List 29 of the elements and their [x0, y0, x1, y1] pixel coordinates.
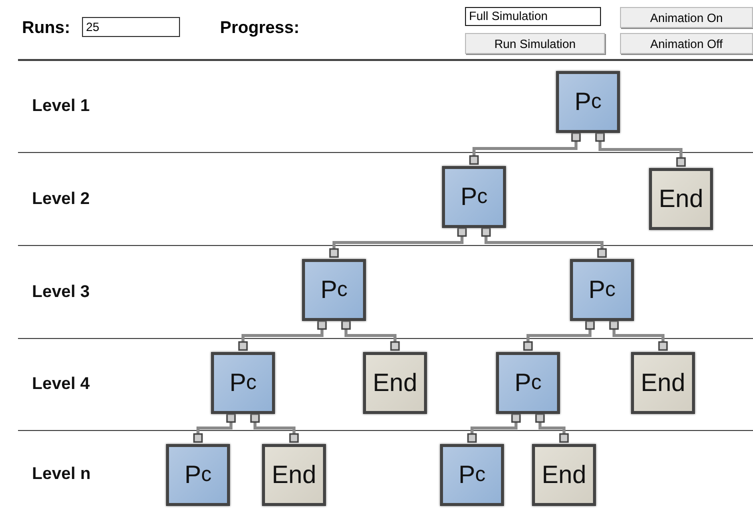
run-button: Run Simulation: [465, 33, 605, 54]
connector: [523, 320, 595, 351]
connector: [469, 132, 581, 165]
connector: [193, 413, 236, 443]
end-box: End: [631, 352, 695, 414]
input-field: 25: [82, 17, 180, 37]
field-label: Runs:: [22, 18, 70, 38]
connector: [595, 132, 686, 167]
level-label: Level n: [32, 464, 91, 484]
connector: [609, 320, 668, 351]
connector: [329, 227, 467, 258]
connector: [535, 413, 569, 443]
end-box: End: [363, 352, 427, 414]
connector: [467, 413, 521, 443]
connector: [481, 227, 607, 258]
connector: [341, 320, 400, 351]
level-label: Level 1: [32, 96, 90, 116]
end-box: End: [649, 168, 713, 230]
end-box: End: [532, 444, 596, 506]
connector: [250, 413, 299, 443]
animation-off-button: Animation Off: [620, 33, 753, 54]
connector: [238, 320, 327, 351]
dropdown-select: Full Simulation: [465, 7, 601, 26]
end-box: End: [262, 444, 326, 506]
animation-on-button: Animation On: [620, 7, 753, 28]
progress-label: Progress:: [220, 18, 300, 38]
level-label: Level 4: [32, 374, 90, 394]
level-label: Level 3: [32, 282, 90, 302]
level-label: Level 2: [32, 188, 90, 208]
